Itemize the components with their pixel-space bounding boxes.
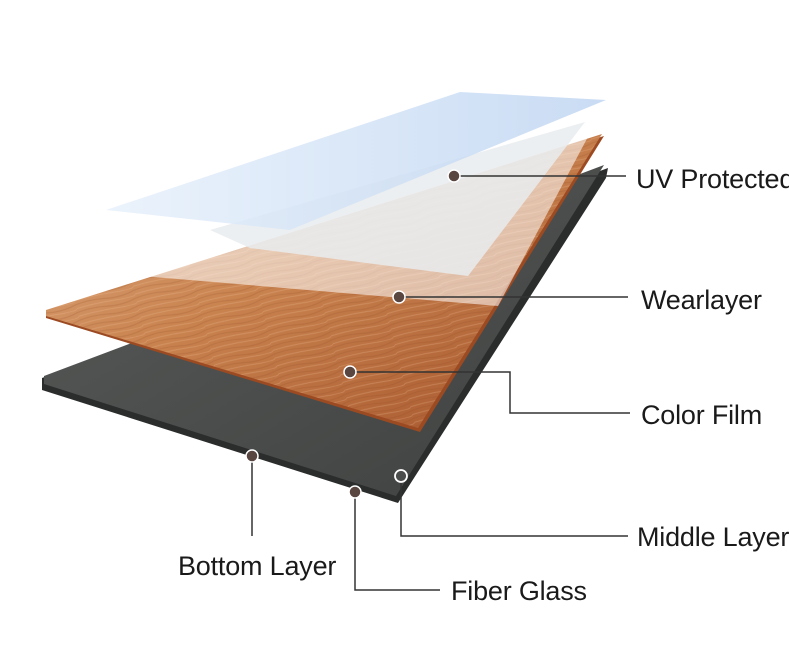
fiber-leader-line: [354, 492, 440, 591]
wearlayer-label: Wearlayer: [641, 285, 762, 315]
fiber-glass-label: Fiber Glass: [451, 576, 587, 606]
markers: [245, 169, 461, 499]
fiber-marker: [348, 485, 362, 499]
bottom-marker: [245, 449, 259, 463]
leader-lines: [251, 175, 630, 591]
uv-marker: [447, 169, 461, 183]
wearlayer-layer: [70, 118, 598, 306]
color-leader-line: [350, 371, 630, 414]
middle-marker: [394, 469, 408, 483]
color-marker: [343, 365, 357, 379]
wear-marker: [392, 290, 406, 304]
middle-layer-label: Middle Layer: [637, 522, 789, 552]
color-film-label: Color Film: [641, 400, 763, 430]
uv-protected-label: UV Protected: [636, 164, 789, 194]
middle-leader-line: [400, 476, 628, 537]
uv-protected-layer: [106, 92, 606, 230]
bottom-layer-label: Bottom Layer: [178, 551, 337, 581]
